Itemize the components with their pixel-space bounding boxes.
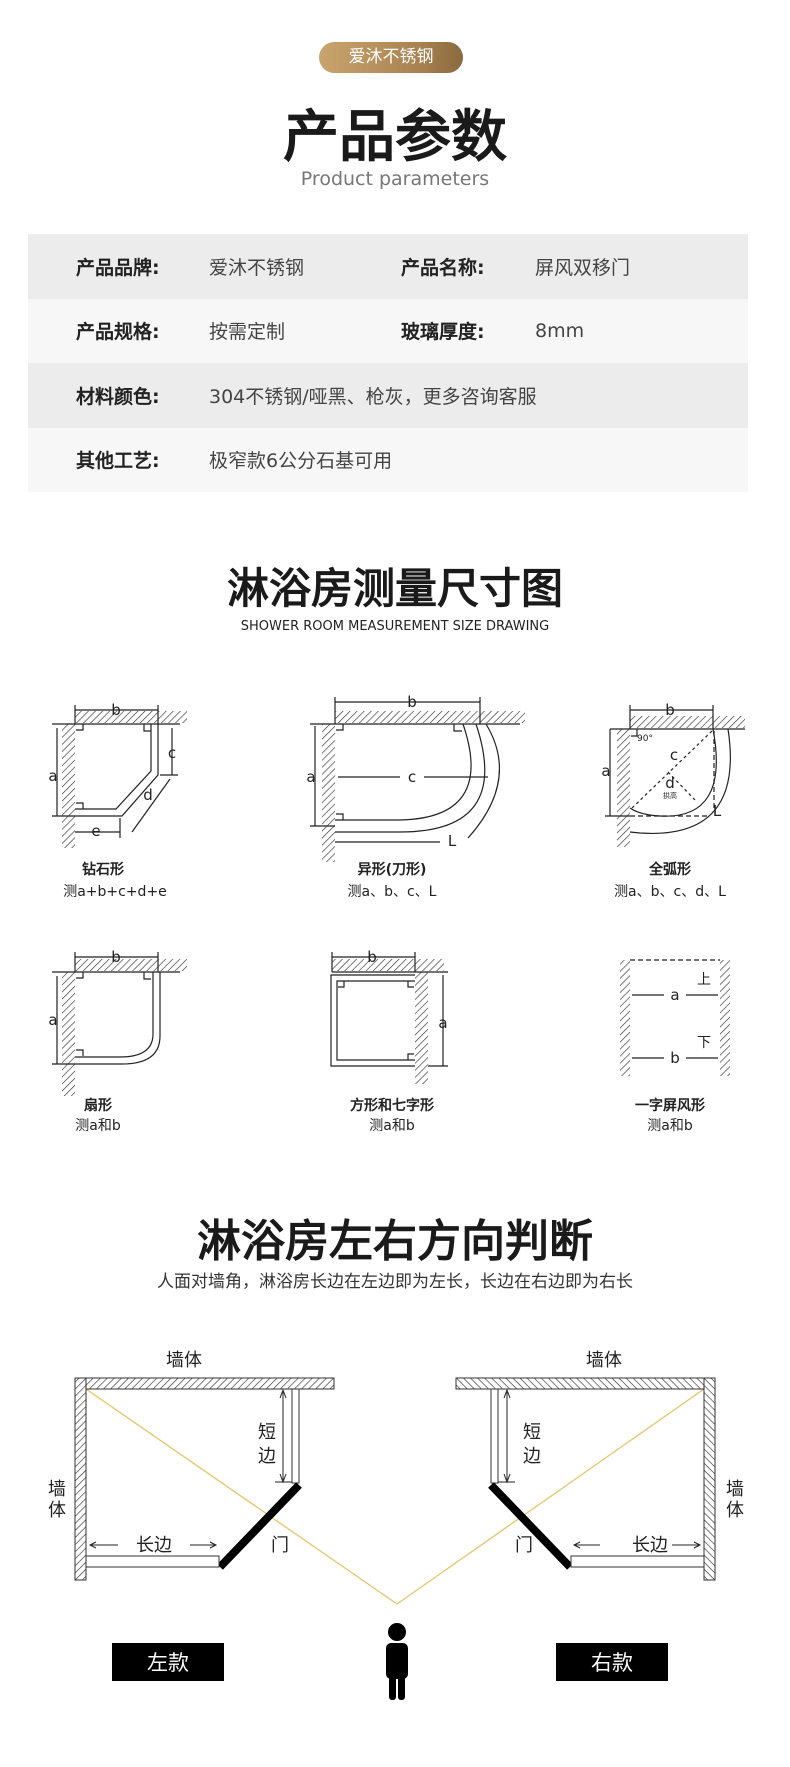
- wall-label: 体: [726, 1500, 744, 1521]
- dim-label: a: [306, 768, 315, 786]
- left-layout: [74, 1377, 335, 1581]
- param-value: 极窄款6公分石基可用: [209, 450, 393, 473]
- dim-label: a: [48, 767, 57, 785]
- param-value: 8mm: [535, 319, 585, 342]
- section-title-direction: 淋浴房左右方向判断: [197, 1216, 593, 1267]
- diagram-knife: [310, 697, 525, 862]
- diagram-straight: [620, 959, 730, 1076]
- param-value: 屏风双移门: [535, 256, 631, 279]
- diagram-full-arc: [605, 705, 745, 847]
- section-title-measure: 淋浴房测量尺寸图: [226, 564, 563, 613]
- param-label: 玻璃厚度:: [401, 321, 485, 344]
- wall-label: 墙体: [166, 1350, 202, 1371]
- shape-measure: 测a、b、c、L: [348, 884, 437, 900]
- shape-name: 扇形: [84, 1097, 112, 1114]
- wall-label: 墙: [726, 1479, 744, 1500]
- dim-label: c: [670, 746, 678, 764]
- left-model-label: 左款: [147, 1651, 189, 1675]
- dim-label: a: [670, 986, 679, 1004]
- param-row: 产品规格: 按需定制 玻璃厚度: 8mm: [28, 298, 748, 363]
- shape-name: 全弧形: [648, 861, 691, 878]
- wall-label: 墙: [48, 1479, 66, 1500]
- dim-label: b: [670, 1049, 680, 1067]
- door-label: 门: [515, 1535, 533, 1556]
- shape-measure: 测a和b: [647, 1118, 693, 1134]
- dim-label: L: [713, 802, 722, 820]
- section-title-params: 产品参数: [283, 105, 507, 170]
- dim-label: b: [367, 948, 377, 966]
- wall-label: 墙体: [586, 1350, 622, 1371]
- dim-label: a: [48, 1011, 57, 1029]
- direction-diagram: 墙体 墙体 墙 体 墙 体 短 边 短 边 长边 长边 门 门 左款 右款: [48, 1350, 744, 1700]
- param-value: 爱沐不锈钢: [209, 256, 305, 279]
- diagram-square: [330, 952, 448, 1084]
- param-label: 产品品牌:: [76, 256, 160, 279]
- dim-label: 90°: [637, 734, 653, 744]
- param-label: 产品规格:: [76, 321, 160, 344]
- param-row: 产品品牌: 爱沐不锈钢 产品名称: 屏风双移门: [28, 234, 748, 299]
- section-subtitle-direction: 人面对墙角，淋浴房长边在左边即为左长，长边在右边即为右长: [157, 1272, 633, 1292]
- shape-measure: 测a和b: [75, 1118, 121, 1134]
- dim-label: e: [91, 822, 100, 840]
- door-label: 门: [271, 1535, 289, 1556]
- left-model-box: [112, 1643, 224, 1681]
- right-model-box: [556, 1643, 668, 1681]
- dim-label: c: [168, 744, 176, 762]
- dim-label: b: [111, 701, 121, 719]
- dim-label: d: [665, 774, 675, 792]
- shape-measure: 测a、b、c、d、L: [614, 884, 726, 900]
- param-row: 其他工艺: 极窄款6公分石基可用: [28, 427, 748, 492]
- sightline: [85, 1388, 705, 1605]
- dim-label: b: [407, 693, 417, 711]
- dim-label: 下: [697, 1035, 711, 1051]
- dim-label: 上: [697, 972, 711, 988]
- section-subtitle-params: Product parameters: [300, 168, 490, 190]
- short-side-label: 边: [523, 1446, 541, 1467]
- dim-label: b: [665, 701, 675, 719]
- dim-label: a: [438, 1014, 447, 1032]
- long-side-label: 长边: [136, 1535, 172, 1556]
- dim-label: 拱高: [663, 791, 677, 800]
- diagram-diamond: [52, 705, 187, 848]
- diagram-fan: [52, 952, 187, 1096]
- param-label: 产品名称:: [401, 256, 485, 279]
- shape-name: 钻石形: [82, 861, 124, 878]
- right-model-label: 右款: [591, 1651, 633, 1675]
- dim-label: a: [601, 762, 610, 780]
- shape-measure: 测a+b+c+d+e: [63, 884, 167, 900]
- shape-name: 方形和七字形: [350, 1097, 434, 1114]
- dim-label: d: [143, 786, 153, 804]
- person-icon: [386, 1623, 408, 1700]
- param-label: 其他工艺:: [76, 450, 160, 473]
- shape-measure: 测a和b: [369, 1118, 415, 1134]
- dim-label: c: [408, 768, 416, 786]
- dim-label: L: [448, 832, 457, 850]
- params-table: 产品品牌: 爱沐不锈钢 产品名称: 屏风双移门 产品规格: 按需定制 玻璃厚度:…: [28, 234, 748, 492]
- short-side-label: 边: [258, 1446, 276, 1467]
- short-side-label: 短: [523, 1422, 541, 1443]
- short-side-label: 短: [258, 1422, 276, 1443]
- param-row: 材料颜色: 304不锈钢/哑黑、枪灰，更多咨询客服: [28, 363, 748, 428]
- param-value: 按需定制: [209, 321, 286, 344]
- brand-badge: 爱沐不锈钢: [319, 42, 463, 73]
- shape-name: 异形(刀形): [358, 861, 427, 878]
- dim-label: b: [111, 948, 121, 966]
- param-label: 材料颜色:: [76, 385, 160, 408]
- param-value: 304不锈钢/哑黑、枪灰，更多咨询客服: [209, 385, 537, 408]
- long-side-label: 长边: [632, 1535, 668, 1556]
- shape-name: 一字屏风形: [635, 1097, 705, 1114]
- wall-label: 体: [48, 1500, 66, 1521]
- section-subtitle-measure: SHOWER ROOM MEASUREMENT SIZE DRAWING: [240, 619, 550, 634]
